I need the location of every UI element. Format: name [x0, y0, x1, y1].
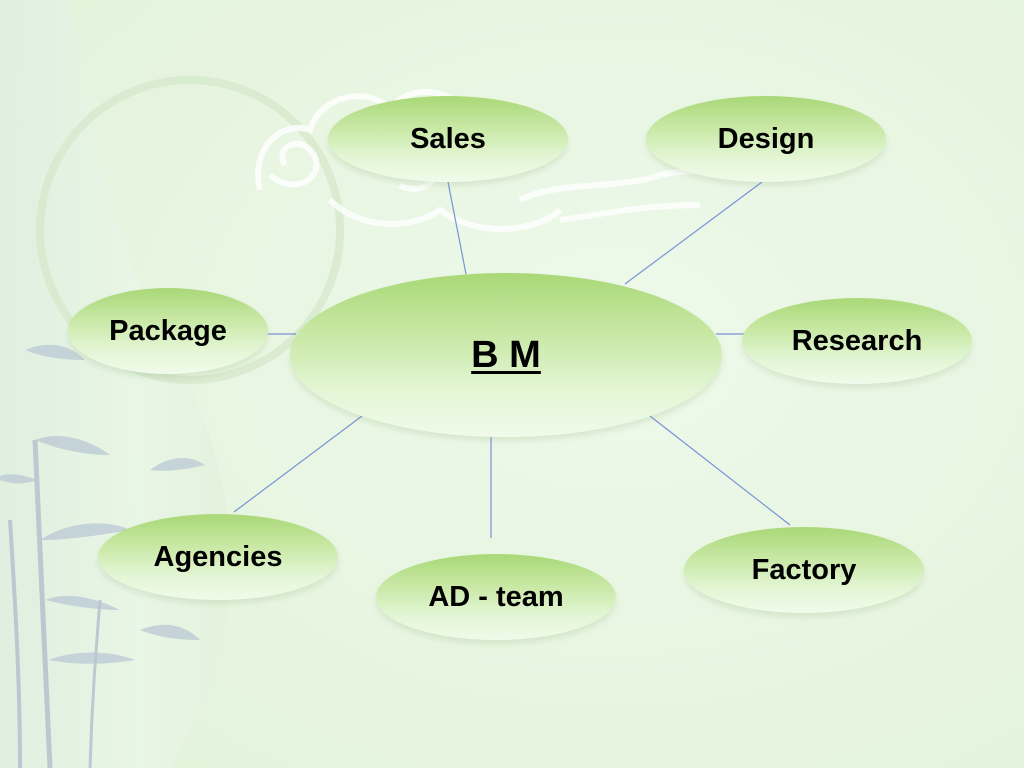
- center-node-label: B M: [471, 333, 541, 376]
- node-research-label: Research: [791, 324, 923, 357]
- node-research: Research: [742, 298, 972, 384]
- node-agencies-label: Agencies: [153, 540, 283, 573]
- node-agencies: Agencies: [98, 514, 338, 600]
- node-factory: Factory: [684, 527, 924, 613]
- connector-agencies: [233, 415, 363, 513]
- node-factory-label: Factory: [751, 553, 857, 586]
- node-sales: Sales: [328, 96, 568, 182]
- connector-design: [624, 181, 763, 285]
- node-package-label: Package: [109, 314, 227, 347]
- connector-sales: [447, 181, 467, 275]
- node-package: Package: [68, 288, 268, 374]
- connector-factory: [649, 415, 791, 526]
- center-node-bm: B M: [290, 273, 722, 437]
- node-design-label: Design: [717, 122, 815, 155]
- node-design: Design: [646, 96, 886, 182]
- node-ad-team: AD - team: [376, 554, 616, 640]
- node-ad-team-label: AD - team: [428, 580, 564, 613]
- node-sales-label: Sales: [410, 122, 486, 155]
